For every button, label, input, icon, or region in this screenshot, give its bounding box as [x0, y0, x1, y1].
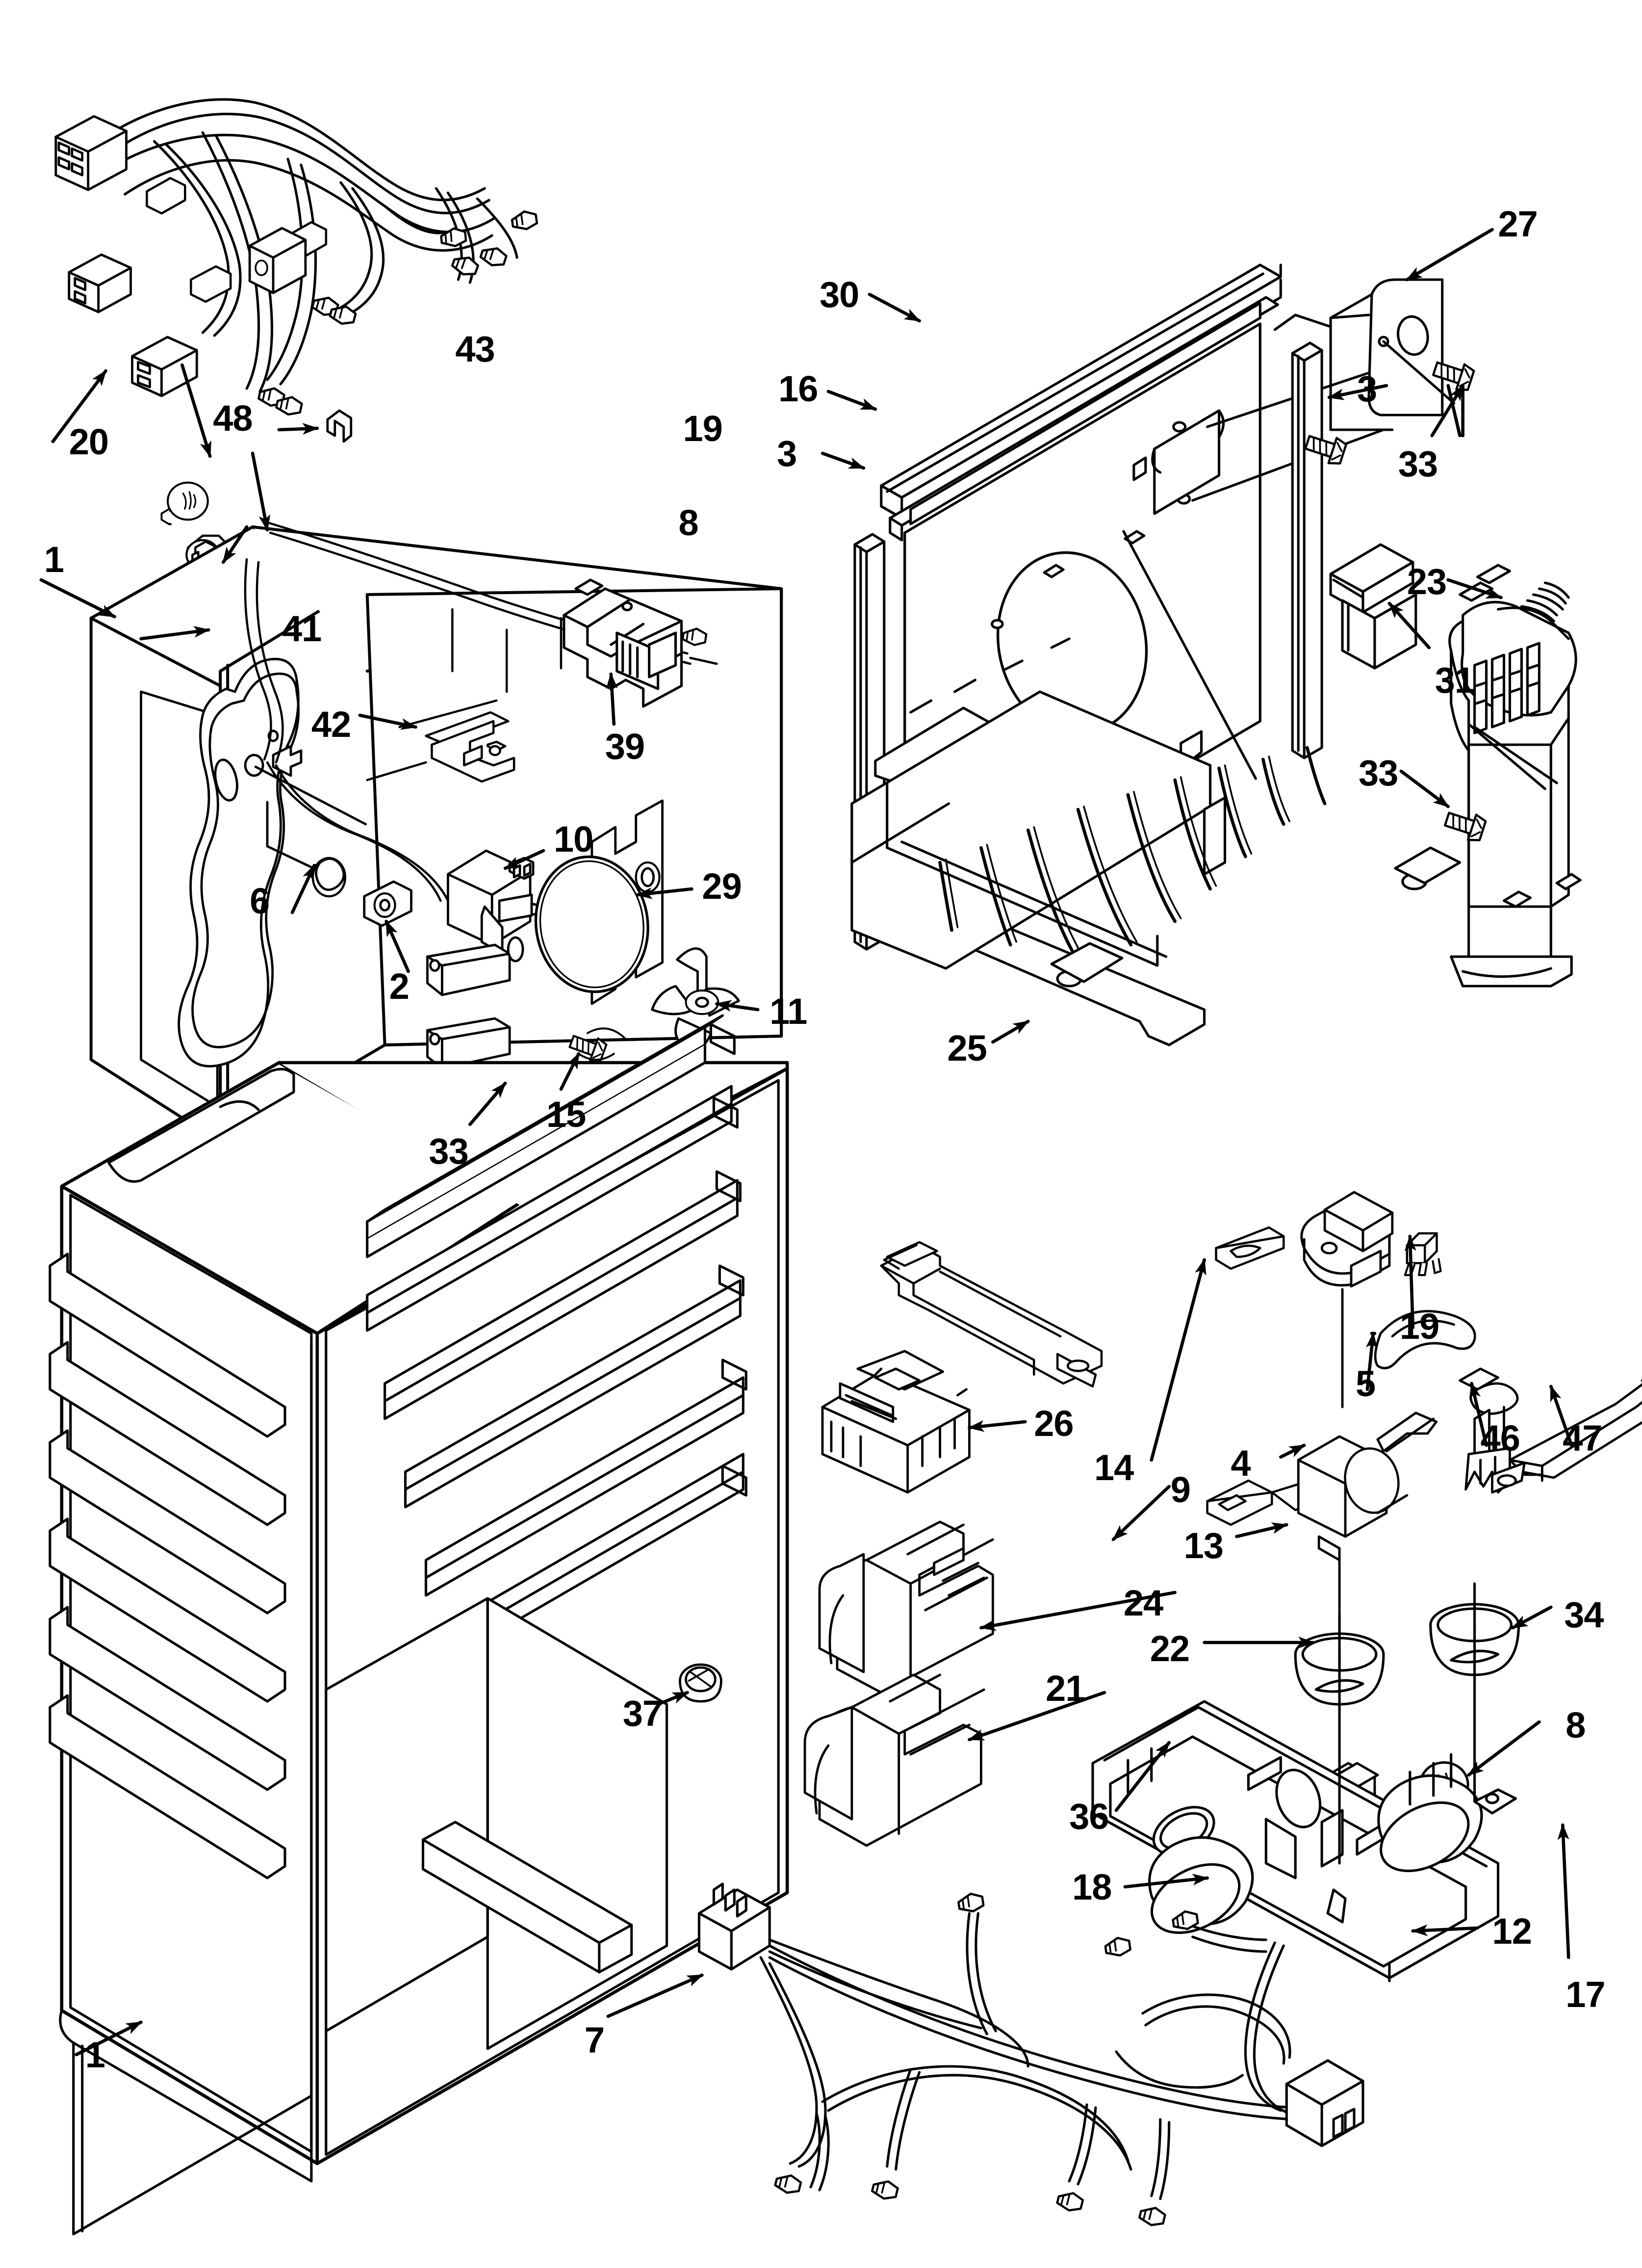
callout-6: 6 [250, 881, 270, 921]
callout-47: 47 [1563, 1418, 1602, 1459]
callout-33-duct: 33 [1359, 753, 1398, 793]
callout-23: 23 [1407, 561, 1447, 602]
callout-8-lower: 8 [1565, 1705, 1586, 1746]
callout-26: 26 [1034, 1403, 1074, 1444]
callout-12: 12 [1492, 1911, 1532, 1952]
callout-1-upper: 1 [44, 539, 64, 580]
callout-1-lower: 1 [85, 2034, 105, 2075]
callout-43: 43 [455, 329, 495, 369]
callout-31: 31 [1435, 660, 1475, 701]
callout-29: 29 [702, 866, 742, 907]
callout-16: 16 [778, 368, 818, 409]
callout-4: 4 [1231, 1443, 1251, 1484]
callout-34: 34 [1564, 1594, 1604, 1635]
callout-9: 9 [1170, 1469, 1191, 1510]
callout-18: 18 [1072, 1867, 1112, 1907]
callout-33-hinge: 33 [1398, 443, 1438, 484]
callout-3-left: 3 [777, 433, 797, 474]
callout-36: 36 [1069, 1796, 1109, 1837]
callout-19-upper: 19 [683, 408, 723, 449]
callout-13: 13 [1183, 1525, 1224, 1566]
callout-5: 5 [1356, 1363, 1376, 1404]
callout-41: 41 [282, 608, 322, 649]
callout-48: 48 [213, 398, 253, 439]
callout-17: 17 [1565, 1974, 1605, 2015]
callout-19-lower: 19 [1399, 1306, 1439, 1347]
callout-11: 11 [770, 991, 807, 1032]
callout-3-right: 3 [1357, 368, 1377, 409]
callout-8-upper: 8 [678, 502, 699, 543]
callout-7: 7 [584, 2020, 605, 2060]
callout-2: 2 [389, 966, 410, 1007]
callout-15: 15 [546, 1094, 586, 1135]
callout-37: 37 [622, 1693, 663, 1734]
callout-10: 10 [553, 819, 593, 860]
callout-14: 14 [1094, 1447, 1134, 1488]
callout-21: 21 [1046, 1668, 1085, 1709]
callout-46: 46 [1480, 1418, 1520, 1459]
callout-20: 20 [69, 421, 109, 462]
callout-33-fan: 33 [429, 1131, 468, 1172]
callout-25: 25 [947, 1028, 987, 1069]
callout-42: 42 [311, 704, 351, 745]
callout-39: 39 [605, 726, 645, 767]
callout-24: 24 [1123, 1583, 1163, 1623]
callout-30: 30 [820, 274, 859, 315]
callout-22: 22 [1150, 1628, 1190, 1669]
callout-27: 27 [1498, 204, 1538, 244]
